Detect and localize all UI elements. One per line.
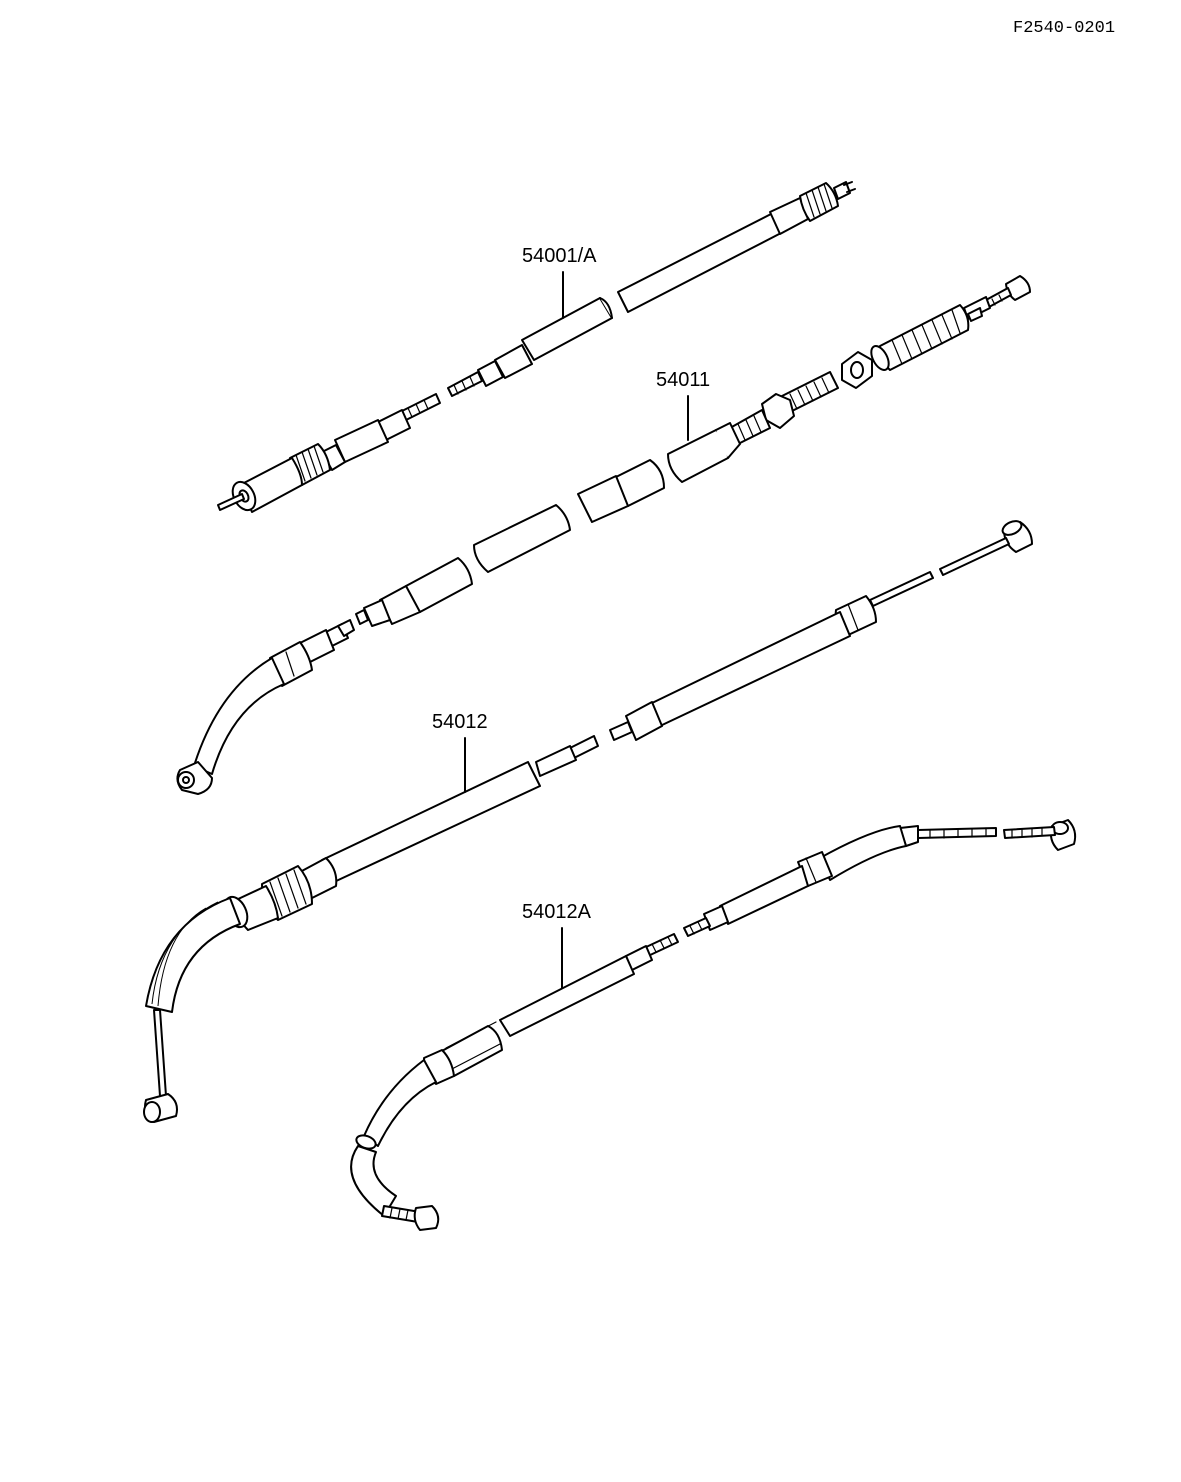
- callout-54011: 54011: [656, 369, 710, 441]
- speedometer-cable: [217, 181, 856, 513]
- clutch-cable-adjuster-boot: [870, 304, 970, 371]
- callout-label: 54001/A: [522, 245, 597, 267]
- diagram-reference-code: F2540-0201: [1013, 19, 1115, 38]
- throttle-upper-end-barrel: [1001, 520, 1033, 553]
- throttle-cable-lower: [350, 819, 1077, 1231]
- speedometer-upper-nut: [799, 181, 856, 222]
- throttle-lower-adjuster: [423, 1021, 503, 1085]
- clutch-cable-upper-end: [963, 275, 1031, 322]
- clutch-cable-lock-nut: [841, 351, 873, 389]
- callout-54001A: 54001/A: [522, 245, 597, 319]
- callout-54012: 54012: [432, 711, 488, 793]
- callout-label: 54011: [656, 369, 710, 391]
- callout-54012A: 54012A: [522, 901, 592, 989]
- clutch-cable: [176, 275, 1031, 795]
- throttle-cable-upper: [143, 520, 1033, 1123]
- callout-label: 54012A: [522, 901, 592, 923]
- callout-label: 54012: [432, 711, 488, 733]
